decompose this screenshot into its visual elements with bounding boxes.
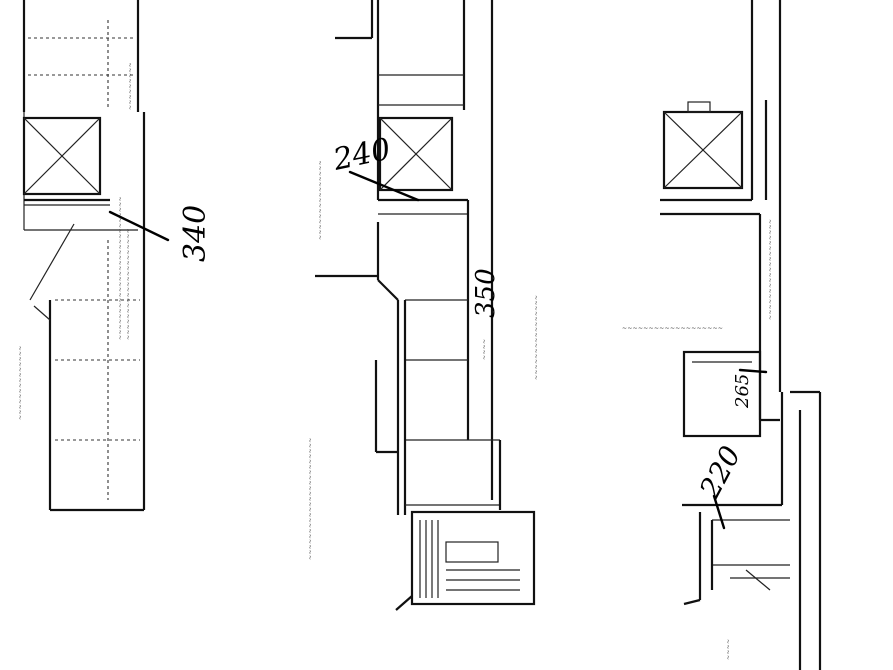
right-plan-section: ~~~~~~~~~~~~~~~~~~~ ~~~~~~~~~~~~~~~~~~~ … [622,0,822,670]
svg-text:~~~~~~~~~~~~~~~~~~~~~~~: ~~~~~~~~~~~~~~~~~~~~~~~ [307,437,314,560]
lift-shaft-right [662,101,744,190]
svg-text:~~~~~~~~~: ~~~~~~~~~ [127,62,134,110]
svg-text:~~~~~~~~~~~~~~~~~~~~~: ~~~~~~~~~~~~~~~~~~~~~ [125,228,132,340]
lift-shaft-left [22,116,102,196]
dimension-350: 350 [471,268,501,318]
dimension-label-265: 265 [732,374,753,409]
svg-text:~~~~~~~~~~~~~~~~~~~: ~~~~~~~~~~~~~~~~~~~ [767,219,774,320]
svg-text:~~~~~~~~~~~~~~~~~~~: ~~~~~~~~~~~~~~~~~~~ [622,325,723,332]
svg-text:~~~~: ~~~~ [725,639,732,660]
left-plan-section: ~~~~~~~~~~~~~~ ~~~~~~~~~~~~~~~~~~~~~ ~~~… [17,0,146,512]
dimension-label-240: 240 [329,132,393,178]
svg-text:~~~~~~~~~~~~~~~~: ~~~~~~~~~~~~~~~~ [533,295,540,380]
center-plan-section: ~~~~~~~~~~~~~~~ ~~~~~~~~~~~~~~~~~~~~~~~ … [307,0,540,611]
stair-center [395,510,536,611]
dimension-label-350: 350 [471,268,501,318]
lower-room [682,503,790,606]
lift-shaft-center [378,116,454,192]
dimension-label-340: 340 [178,205,213,262]
svg-text:~~~~~~~~~~~~~~: ~~~~~~~~~~~~~~ [17,345,24,420]
utility-room [682,350,762,438]
svg-text:~~~~~~~~~~~~~~~~~~~~~~~~~~~: ~~~~~~~~~~~~~~~~~~~~~~~~~~~ [117,196,124,340]
dimension-265: 265 [732,368,768,409]
dimension-label-220: 220 [693,441,748,505]
dimension-340: 340 [108,205,213,262]
svg-text:~~~~: ~~~~ [481,339,488,360]
svg-text:~~~~~~~~~~~~~~~: ~~~~~~~~~~~~~~~ [317,160,324,240]
